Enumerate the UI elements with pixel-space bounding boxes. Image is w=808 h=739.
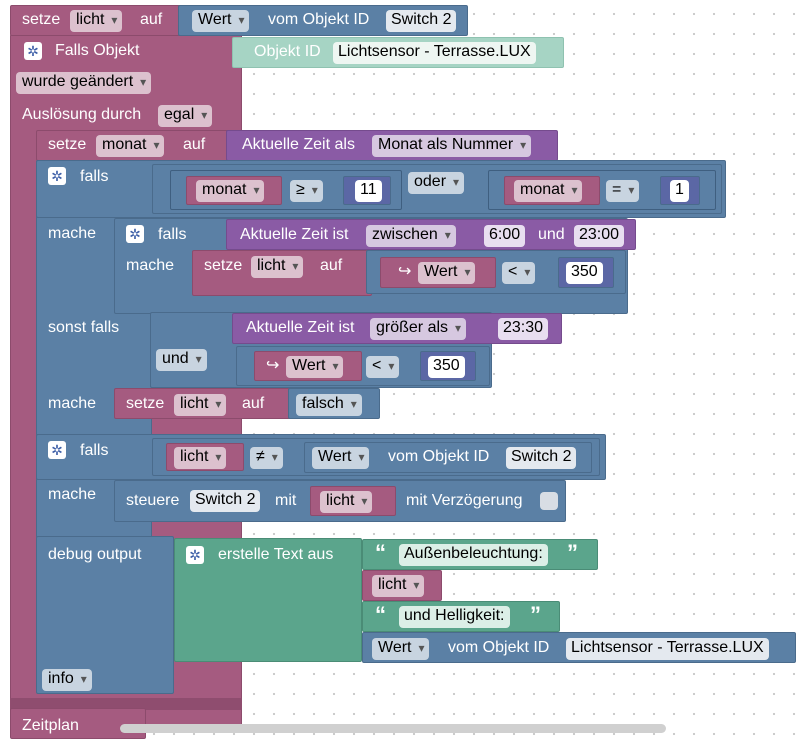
time-field-2330[interactable]: 23:30 [498,318,549,340]
gear-icon[interactable]: ✲ [48,167,66,185]
operator-dropdown-2[interactable]: = [606,180,640,202]
gear-icon[interactable]: ✲ [126,225,144,243]
setze-inner-label: setze [204,257,243,274]
auf-label: auf [140,11,163,28]
und-label: und [538,226,565,243]
aktuelle-zeit-ist-label: Aktuelle Zeit ist [240,226,349,243]
wert-dropdown[interactable]: Wert [192,10,250,32]
oder-dropdown[interactable]: oder [408,172,465,194]
falls-objekt-label: Falls Objekt [55,42,140,59]
sensor-id-field[interactable]: Lichtsensor - Terrasse.LUX [333,42,536,64]
mache-label-2: mache [48,395,97,412]
licht-dropdown-4[interactable]: licht [320,491,373,513]
quote-open-icon: “ [375,602,386,627]
gear-icon[interactable]: ✲ [48,441,66,459]
neq-dropdown[interactable]: ≠ [250,447,283,469]
wert-dropdown-2[interactable]: Wert [286,356,344,378]
aktuelle-zeit-ist-label-2: Aktuelle Zeit ist [246,319,355,336]
gear-icon[interactable]: ✲ [24,42,42,60]
licht-dropdown-5[interactable]: licht [372,575,425,597]
number-field-350-2[interactable]: 350 [428,356,465,378]
setze-label: setze [22,11,61,28]
inner-mache-label: mache [126,257,175,274]
setze-monat-auf-label: auf [183,136,206,153]
licht-inner-dropdown[interactable]: licht [251,256,304,278]
falsch-dropdown[interactable]: falsch [296,394,362,416]
log-level-dropdown[interactable]: info [42,669,92,691]
aktuelle-zeit-als-label: Aktuelle Zeit als [242,136,355,153]
erstelle-text-block[interactable] [174,538,362,662]
quote-open-icon: “ [375,540,386,565]
mache-label: mache [48,225,97,242]
variable-dropdown[interactable]: licht [70,10,123,32]
objekt-id-field[interactable]: Switch 2 [386,10,457,32]
number-field-1[interactable]: 11 [355,180,382,202]
groesser-als-dropdown[interactable]: größer als [370,318,467,340]
steuere-objekt-field[interactable]: Switch 2 [190,490,261,512]
horizontal-scrollbar[interactable] [120,724,666,733]
number-field-2[interactable]: 1 [670,180,689,202]
zwischen-dropdown[interactable]: zwischen [366,225,456,247]
sensor-id-field-2[interactable]: Lichtsensor - Terrasse.LUX [566,638,769,660]
wert-dropdown-3[interactable]: Wert [312,447,370,469]
trigger-type-dropdown[interactable]: wurde geändert [16,72,152,94]
monat-dropdown-1[interactable]: monat [196,180,265,202]
time-end-field[interactable]: 23:00 [574,225,625,247]
debug-output-label: debug output [48,546,142,563]
falls-label-2: falls [80,442,109,459]
vom-objekt-id-label-3: vom Objekt ID [448,639,550,656]
mache-label-3: mache [48,486,97,503]
lt-dropdown-2[interactable]: < [366,356,400,378]
quote-close-icon: ” [530,602,541,627]
vom-objekt-id-label: vom Objekt ID [268,11,370,28]
monat-var-dropdown[interactable]: monat [96,135,165,157]
auf-label-2: auf [242,395,265,412]
setze-monat-label: setze [48,136,87,153]
setze-label-2: setze [126,395,165,412]
auf-inner-label: auf [320,257,343,274]
wert-dropdown-4[interactable]: Wert [372,638,430,660]
inner-falls-label: falls [158,226,187,243]
trigger-block-bottom [10,698,242,710]
erstelle-text-label: erstelle Text aus [218,546,334,563]
ausloesung-dropdown[interactable]: egal [158,105,213,127]
return-arrow-icon: ↪ [398,263,412,280]
debug-output-block[interactable] [36,536,174,694]
time-start-field[interactable]: 6:00 [484,225,526,247]
monat-als-nummer-dropdown[interactable]: Monat als Nummer [372,135,532,157]
monat-dropdown-2[interactable]: monat [514,180,583,202]
objekt-id-label: Objekt ID [254,43,321,60]
objekt-id-field-2[interactable]: Switch 2 [506,447,577,469]
falls-label: falls [80,168,109,185]
quote-close-icon: ” [567,540,578,565]
verzoegerung-checkbox[interactable] [540,492,558,510]
mit-label: mit [275,492,297,509]
number-field-350[interactable]: 350 [566,262,603,284]
wert-dropdown-inner[interactable]: Wert [418,262,476,284]
text-field-2[interactable]: und Helligkeit: [399,606,510,628]
text-field-1[interactable]: Außenbeleuchtung: [399,544,548,566]
licht-dropdown-2[interactable]: licht [174,394,227,416]
operator-dropdown-1[interactable]: ≥ [290,180,323,202]
mit-verzoegerung-label: mit Verzögerung [406,492,523,509]
und-dropdown[interactable]: und [156,349,207,371]
licht-dropdown-3[interactable]: licht [174,447,227,469]
steuere-label: steuere [126,492,180,509]
lt-dropdown[interactable]: < [502,262,536,284]
vom-objekt-id-label-2: vom Objekt ID [388,448,490,465]
sonst-falls-label: sonst falls [48,319,120,336]
zeitplan-label: Zeitplan [22,717,79,734]
ausloesung-label: Auslösung durch [22,106,142,123]
gear-icon[interactable]: ✲ [186,546,204,564]
return-arrow-icon: ↪ [266,357,280,374]
